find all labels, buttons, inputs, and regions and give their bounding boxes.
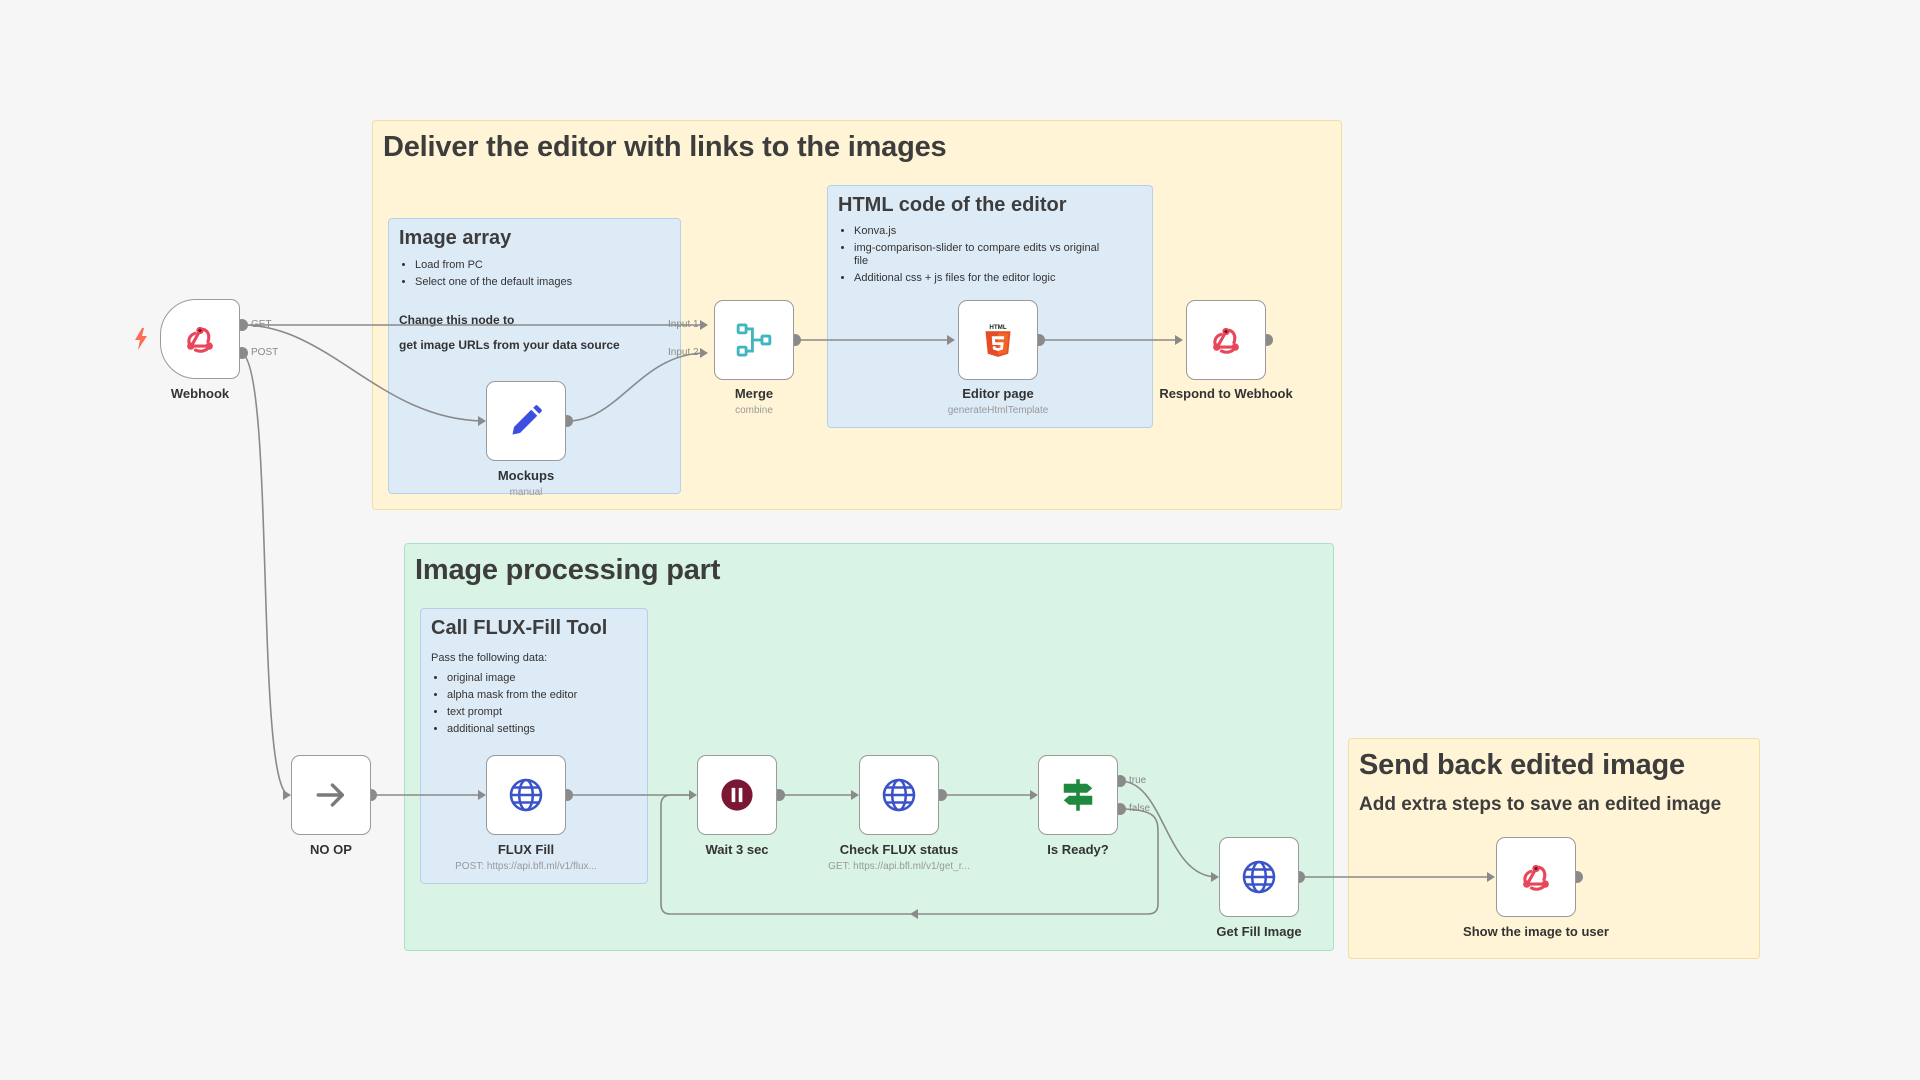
node-wait[interactable] [697,755,777,835]
sticky-bullet-list: Konva.js img-comparison-slider to compar… [838,225,1154,289]
sticky-bullet-continuation: file [854,255,869,267]
sticky-text: Change this node to [399,313,515,327]
node-label-mockups: Mockups [497,468,555,483]
sticky-text: get image URLs from your data source [399,338,620,352]
sticky-bullet: alpha mask from the editor [447,689,577,702]
port-label-input1: Input 1 [668,319,699,330]
input-arrow-icon [1487,872,1495,882]
node-label-webhook: Webhook [170,386,230,401]
port-label-post: POST [251,347,279,358]
sticky-title: Image array [399,227,512,249]
sticky-send-back[interactable]: Send back edited image Add extra steps t… [1348,738,1760,959]
node-show-image[interactable] [1496,837,1576,917]
node-label-noop: NO OP [310,842,352,857]
input-arrow-icon [947,335,955,345]
connection-webhook-mockups[interactable] [241,324,485,422]
input-arrow-icon [478,790,486,800]
webhook-icon [1213,327,1239,354]
merge-icon [736,323,772,357]
node-flux-fill[interactable] [486,755,566,835]
node-label-check-status: Check FLUX status [839,842,959,857]
sticky-subtitle: Add extra steps to save an edited image [1359,794,1722,815]
node-noop[interactable] [291,755,371,835]
node-label-is-ready: Is Ready? [1047,842,1109,857]
node-webhook[interactable] [160,299,240,379]
sticky-bullet: text prompt [447,706,577,719]
input-arrow-icon [478,416,486,426]
sticky-bullet: img-comparison-slider to compare edits v… [854,242,1154,255]
node-subtitle-mockups: manual [509,487,543,498]
node-merge[interactable] [714,300,794,380]
node-label-editor-page: Editor page [962,386,1034,401]
sticky-title: HTML code of the editor [838,194,1067,216]
connection-webhook-noop[interactable] [241,352,290,796]
input-arrow-icon [700,320,708,330]
node-subtitle-merge: combine [735,405,773,416]
node-subtitle-check-status: GET: https://api.bfl.ml/v1/get_r... [828,861,970,872]
sticky-bullet: Additional css + js files for the editor… [854,272,1154,285]
sticky-title: Deliver the editor with links to the ima… [383,131,947,163]
sticky-title: Send back edited image [1359,749,1685,781]
input-arrow-icon [1211,872,1219,882]
node-is-ready[interactable] [1038,755,1118,835]
sticky-flux-tool[interactable]: Call FLUX-Fill Tool Pass the following d… [420,608,648,884]
input-arrow-icon [689,790,697,800]
input-arrow-icon [700,348,708,358]
input-arrow-icon [851,790,859,800]
globe-icon [509,778,543,812]
sticky-bullet: original image [447,672,577,685]
sticky-bullet-list: Load from PC Select one of the default i… [399,259,572,293]
html5-icon: HTML [985,324,1011,357]
connection-ready-true-getfill[interactable] [1119,780,1218,878]
node-subtitle-flux-fill: POST: https://api.bfl.ml/v1/flux... [455,861,597,872]
node-get-fill-image[interactable] [1219,837,1299,917]
port-label-get: GET [251,319,272,330]
trigger-bolt-icon [135,328,147,350]
node-label-respond-webhook: Respond to Webhook [1159,386,1293,401]
node-label-get-fill-image: Get Fill Image [1216,924,1302,939]
node-label-flux-fill: FLUX Fill [497,842,555,857]
node-respond-webhook[interactable] [1186,300,1266,380]
sticky-bullet: additional settings [447,723,577,736]
port-label-true: true [1129,775,1147,786]
sticky-title: Image processing part [415,554,721,586]
signpost-icon [1063,779,1093,811]
connection-ready-false-loop[interactable] [660,794,1159,915]
port-label-false: false [1129,803,1151,814]
webhook-icon [187,326,213,353]
node-check-status[interactable] [859,755,939,835]
input-arrow-icon [1175,335,1183,345]
webhook-icon [1523,864,1549,891]
globe-icon [882,778,916,812]
node-subtitle-editor-page: generateHtmlTemplate [947,405,1049,416]
sticky-bullet: Select one of the default images [415,276,572,289]
pause-icon [721,779,753,811]
sticky-bullet: Load from PC [415,259,572,272]
node-label-merge: Merge [734,386,774,401]
pencil-icon [512,405,542,435]
input-arrow-icon [1030,790,1038,800]
arrow-right-icon [316,783,345,807]
node-editor-page[interactable]: HTML [958,300,1038,380]
sticky-text: Pass the following data: [431,652,548,664]
connection-mockups-merge[interactable] [566,352,707,422]
sticky-bullet: Konva.js [854,225,1154,238]
globe-icon [1242,860,1276,894]
svg-text:HTML: HTML [989,324,1007,331]
sticky-bullet-list: original image alpha mask from the edito… [431,672,577,740]
node-label-show-image: Show the image to user [1463,924,1609,939]
node-mockups[interactable] [486,381,566,461]
input-arrow-icon [283,790,291,800]
sticky-title: Call FLUX-Fill Tool [431,617,608,639]
loop-arrow-icon [910,909,918,919]
port-label-input2: Input 2 [668,347,699,358]
node-label-wait: Wait 3 sec [705,842,769,857]
